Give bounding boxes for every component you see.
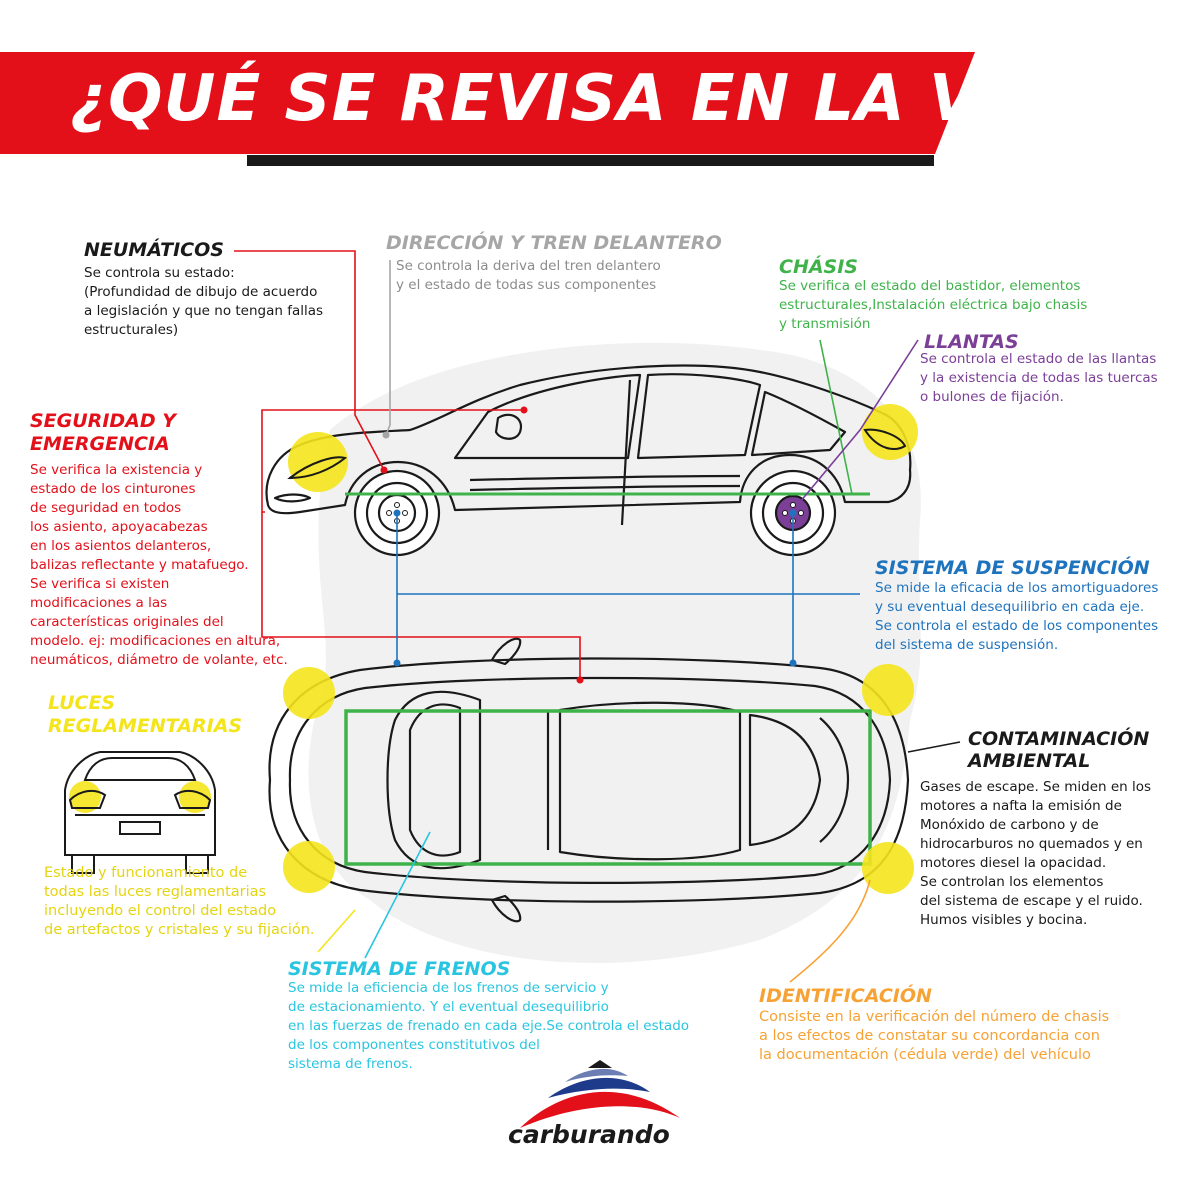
chasis-frame-outline	[344, 709, 872, 866]
luces-body: Estado y funcionamiento de todas las luc…	[44, 865, 315, 938]
luces-title-line1: LUCES	[48, 692, 116, 714]
neumaticos-title: NEUMÁTICOS	[84, 239, 224, 261]
direccion-title: DIRECCIÓN Y TREN DELANTERO	[386, 232, 722, 254]
contaminacion-title-line1: CONTAMINACIÓN	[968, 728, 1150, 750]
llantas-body: Se controla el estado de las llantas y l…	[920, 351, 1158, 405]
seguridad-body: Se verifica la existencia y estado de lo…	[30, 462, 288, 668]
car-rear-view	[64, 751, 216, 874]
suspension-body: Se mide la eficacia de los amortiguadore…	[875, 580, 1159, 653]
background-blob	[308, 342, 921, 964]
direccion-body: Se controla la deriva del tren delantero…	[396, 258, 661, 293]
contaminacion-body: Gases de escape. Se miden en los motores…	[920, 779, 1152, 928]
chasis-body: Se verifica el estado del bastidor, elem…	[779, 278, 1088, 332]
frenos-body: Se mide la eficiencia de los frenos de s…	[288, 980, 690, 1072]
identificacion-body: Consiste en la verificación del número d…	[759, 1009, 1110, 1063]
chasis-title: CHÁSIS	[779, 256, 858, 278]
luces-title-line2: REGLAMENTARIAS	[48, 715, 243, 737]
llantas-title: LLANTAS	[924, 331, 1019, 353]
seguridad-title-line1: SEGURIDAD Y	[30, 410, 177, 432]
title-underline	[247, 155, 934, 166]
identificacion-title: IDENTIFICACIÓN	[759, 985, 932, 1007]
suspension-title: SISTEMA DE SUSPENCIÓN	[875, 557, 1150, 579]
title-banner	[0, 52, 975, 154]
carburando-logo-text: carburando	[508, 1120, 670, 1149]
carburando-logo-mark	[520, 1060, 680, 1128]
neumaticos-body: Se controla su estado: (Profundidad de d…	[84, 265, 324, 338]
seguridad-title-line2: EMERGENCIA	[30, 433, 170, 455]
page-title: ¿QUÉ SE REVISA EN LA VTV?	[70, 62, 1113, 136]
contaminacion-title-line2: AMBIENTAL	[968, 750, 1091, 772]
frenos-title: SISTEMA DE FRENOS	[288, 958, 511, 980]
